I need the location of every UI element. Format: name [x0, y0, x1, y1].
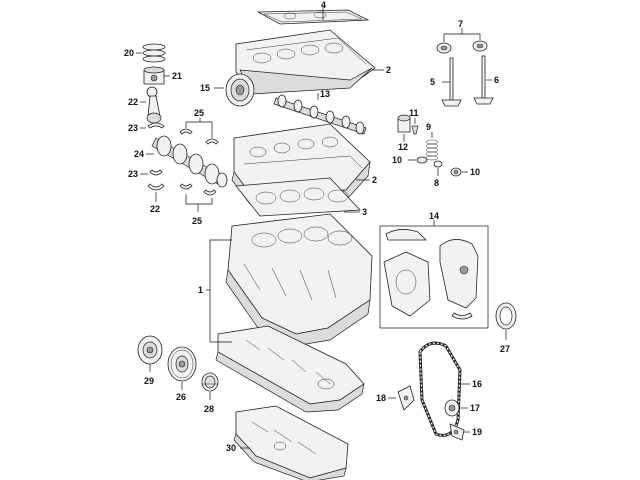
oil-pump-gear	[201, 372, 219, 392]
callout-3: 3	[362, 207, 367, 217]
crank-bearings-upper	[179, 128, 219, 145]
callout-21: 21	[172, 71, 182, 81]
valve-keeper	[411, 125, 419, 135]
piston	[143, 66, 165, 85]
callout-2-head: 2	[372, 175, 377, 185]
crankshaft-front-seal	[495, 302, 517, 330]
callout-15: 15	[200, 83, 210, 93]
callout-30: 30	[226, 443, 236, 453]
callout-22-lower: 22	[150, 204, 160, 214]
callout-16: 16	[472, 379, 482, 389]
callout-6: 6	[494, 75, 499, 85]
callout-23-lower: 23	[128, 169, 138, 179]
callout-19: 19	[472, 427, 482, 437]
intake-valve	[441, 57, 462, 107]
oil-pan	[233, 405, 349, 480]
callout-26: 26	[176, 392, 186, 402]
crankshaft-damper-hub	[137, 335, 163, 365]
callout-28: 28	[204, 404, 214, 414]
callout-18: 18	[376, 393, 386, 403]
timing-cover-outer	[439, 239, 479, 309]
callout-24: 24	[134, 149, 144, 159]
callout-25-lower: 25	[192, 216, 202, 226]
belt-tensioner	[449, 423, 465, 441]
main-bearing-upper	[147, 122, 165, 129]
callout-17: 17	[470, 403, 480, 413]
callout-20: 20	[124, 48, 134, 58]
callout-9: 9	[426, 122, 431, 132]
callout-12: 12	[398, 142, 408, 152]
crankshaft	[151, 135, 228, 188]
valve-cover-gasket	[256, 9, 370, 25]
callout-10-left: 10	[392, 155, 402, 165]
crank-bearings-lower	[179, 183, 217, 196]
crankshaft-pulley	[167, 346, 197, 382]
valve-stem-seal	[450, 167, 462, 177]
camshaft	[273, 94, 367, 135]
main-bearing-lower	[149, 169, 163, 176]
cylinder-head-cover	[235, 29, 376, 95]
camshaft-sprocket	[225, 73, 255, 107]
cylinder-head-gasket	[235, 177, 361, 217]
piston-rings	[142, 43, 166, 63]
belt-tensioner-bracket	[397, 385, 415, 411]
timing-cover-inner	[383, 251, 431, 317]
callout-4: 4	[321, 0, 326, 10]
callout-22-upper: 22	[128, 97, 138, 107]
spring-seat	[433, 160, 443, 168]
callout-7: 7	[458, 19, 463, 29]
callout-1: 1	[198, 285, 203, 295]
exhaust-valve	[473, 55, 494, 105]
lower-crankcase	[215, 325, 365, 413]
callout-5: 5	[430, 77, 435, 87]
connecting-rod	[146, 86, 162, 124]
callout-23-upper: 23	[128, 123, 138, 133]
valve-lifter	[397, 114, 411, 133]
callout-25-upper: 25	[194, 108, 204, 118]
connecting-rod-cap	[147, 183, 165, 191]
engine-block	[225, 213, 373, 347]
callout-2-cover: 2	[386, 65, 391, 75]
timing-belt	[418, 341, 462, 437]
spring-retainer	[416, 156, 428, 164]
callout-29: 29	[144, 376, 154, 386]
callout-10-right: 10	[470, 167, 480, 177]
callout-13: 13	[320, 89, 330, 99]
idler-pulley	[444, 399, 460, 417]
timing-cover-upper	[385, 229, 427, 241]
callout-8: 8	[434, 178, 439, 188]
timing-cover-seal	[451, 312, 473, 320]
callout-14: 14	[429, 211, 439, 221]
valve-spring	[425, 139, 439, 161]
valve-seals	[436, 40, 488, 54]
callout-27: 27	[500, 344, 510, 354]
callout-11: 11	[409, 108, 419, 118]
